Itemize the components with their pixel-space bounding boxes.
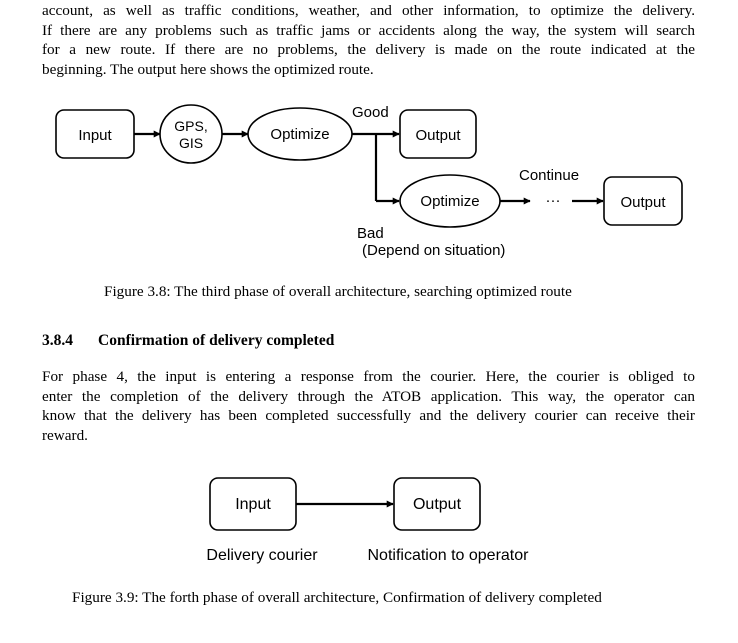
gps-label: GPS, <box>174 118 207 134</box>
good-label: Good <box>352 104 389 121</box>
optimize-node-label: Optimize <box>270 126 329 143</box>
paragraph-line: account, as well as traffic conditions, … <box>42 2 695 19</box>
output-final-label: Output <box>620 194 666 211</box>
bad-label: Bad <box>357 225 384 242</box>
paragraph-line: enter the completion of the delivery thr… <box>42 387 695 405</box>
notification-label: Notification to operator <box>368 547 530 564</box>
output-good-label: Output <box>415 127 461 144</box>
section-title: Confirmation of delivery completed <box>98 332 335 349</box>
paragraph-line: reward. <box>42 426 88 444</box>
intro-paragraph: account, as well as traffic conditions, … <box>42 1 695 79</box>
figure-3-9-diagram: Input Output Delivery courier Notificati… <box>206 477 530 564</box>
figure-3-9-caption: Figure 3.9: The forth phase of overall a… <box>72 589 602 606</box>
optimize-bad-label: Optimize <box>420 193 479 210</box>
input-node-label: Input <box>78 127 112 144</box>
ellipsis: ··· <box>546 192 561 209</box>
paragraph-line: know that the delivery has been complete… <box>42 407 695 425</box>
output-node-label: Output <box>413 496 462 513</box>
phase4-paragraph: For phase 4, the input is entering a res… <box>42 367 695 445</box>
paragraph-line: If there are any problems such as traffi… <box>42 21 695 39</box>
section-number: 3.8.4 <box>42 332 73 349</box>
gps-gis-node <box>159 104 223 164</box>
section-heading: 3.8.4 Confirmation of delivery completed <box>42 332 334 350</box>
depend-label: (Depend on situation) <box>362 242 505 259</box>
output-node <box>393 477 481 531</box>
continue-label: Continue <box>519 167 579 184</box>
gis-label: GIS <box>179 135 203 151</box>
paragraph-line: beginning. The output here shows the opt… <box>42 60 374 78</box>
paragraph-line: for a new route. If there are no problem… <box>42 41 695 59</box>
output-good-node <box>399 109 477 159</box>
paragraph-line: For phase 4, the input is entering a res… <box>42 368 695 385</box>
delivery-courier-label: Delivery courier <box>206 547 318 564</box>
figure-3-8-caption: Figure 3.8: The third phase of overall a… <box>104 283 572 300</box>
input-node-label: Input <box>235 496 271 513</box>
figure-3-8-diagram: Input GPS, GIS Optimize Good Output Bad … <box>55 104 683 259</box>
output-final-node <box>603 176 683 226</box>
